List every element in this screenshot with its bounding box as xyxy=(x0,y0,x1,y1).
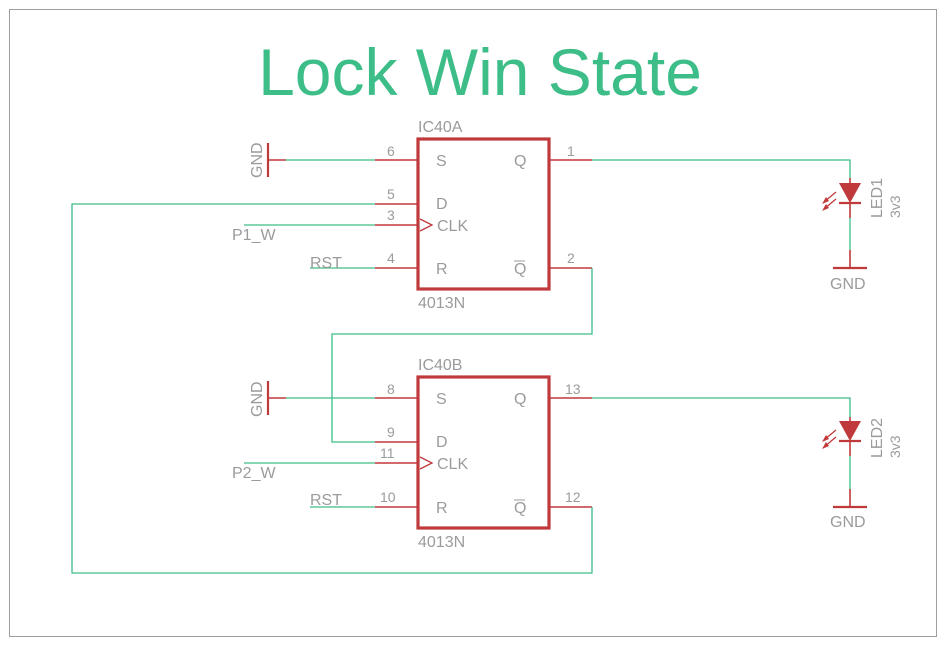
led2-value: 3v3 xyxy=(887,435,903,458)
ic40b-pinnum-qn: 12 xyxy=(565,489,581,505)
net-label-p2w: P2_W xyxy=(232,465,276,482)
ic40a-label-q: Q xyxy=(514,153,526,170)
led1[interactable]: GND LED1 3v3 xyxy=(822,178,903,293)
ic40b-name: IC40B xyxy=(418,357,462,374)
ic40b-label-qn: Q xyxy=(514,500,526,517)
net-label-rst-a: RST xyxy=(310,255,342,272)
net-label-rst-b: RST xyxy=(310,492,342,509)
ic40b-label-d: D xyxy=(436,434,448,451)
led2-name: LED2 xyxy=(869,418,886,458)
wire-q-led1 xyxy=(592,159,851,178)
ic40a-pinnum-r: 4 xyxy=(387,250,395,266)
ic40b-pinnum-q: 13 xyxy=(565,381,581,397)
ic40a-body xyxy=(416,137,551,291)
ic40a-label-r: R xyxy=(436,261,448,278)
ic40a-pinnum-d: 5 xyxy=(387,186,395,202)
wires xyxy=(71,159,851,574)
ic40b-clock-triangle xyxy=(419,456,434,470)
ic40b-pinnum-clk: 11 xyxy=(380,445,395,461)
ic40a-pinnum-q: 1 xyxy=(567,143,575,159)
ic40b-body xyxy=(416,375,551,530)
gnd-label-a: GND xyxy=(249,142,266,178)
ic40a-label-s: S xyxy=(436,153,447,170)
led2-light-arrows-icon xyxy=(822,429,837,449)
led1-light-arrows-icon xyxy=(822,191,837,211)
led2-gnd-label: GND xyxy=(830,514,866,531)
ic40b-label-s: S xyxy=(436,391,447,408)
ic40b-pinnum-d: 9 xyxy=(387,424,395,440)
gnd-label-b: GND xyxy=(249,381,266,417)
ic40a-pinnum-qn: 2 xyxy=(567,250,575,266)
gnd-symbol-a: GND xyxy=(249,142,286,178)
wire-qn-a-to-d-b xyxy=(331,268,593,443)
led1-name: LED1 xyxy=(869,178,886,218)
net-label-p1w: P1_W xyxy=(232,227,276,244)
ic40a-clock-triangle xyxy=(419,218,434,232)
ic40a-label-d: D xyxy=(436,196,448,213)
sheet-frame xyxy=(9,9,937,637)
ic40b[interactable]: IC40B 4013N 8 9 11 10 13 12 S D CLK R Q … xyxy=(375,357,592,551)
ic40b-pinnum-s: 8 xyxy=(387,381,395,397)
ic40b-pinnum-r: 10 xyxy=(380,489,396,505)
ic40a[interactable]: IC40A 4013N 6 5 3 4 1 2 S D CLK R Q Q xyxy=(375,119,592,312)
ic40a-label-qn: Q xyxy=(514,261,526,278)
schematic-title: Lock Win State xyxy=(258,35,702,109)
ic40a-pinnum-clk: 3 xyxy=(387,207,395,223)
ic40b-label-clk: CLK xyxy=(437,456,468,473)
wire-qn-b-to-d-a xyxy=(71,203,593,574)
ic40b-value: 4013N xyxy=(418,534,465,551)
ic40a-pinnum-s: 6 xyxy=(387,143,395,159)
ic40a-name: IC40A xyxy=(418,119,463,136)
ic40b-label-r: R xyxy=(436,500,448,517)
ic40b-label-q: Q xyxy=(514,391,526,408)
wire-q-led2 xyxy=(592,397,851,417)
ic40a-value: 4013N xyxy=(418,295,465,312)
led2-diode-triangle xyxy=(839,421,861,441)
led1-gnd-label: GND xyxy=(830,276,866,293)
led2[interactable]: GND LED2 3v3 xyxy=(822,417,903,531)
ic40a-label-clk: CLK xyxy=(437,218,468,235)
gnd-symbol-b: GND xyxy=(249,381,286,417)
led1-value: 3v3 xyxy=(887,195,903,218)
led1-diode-triangle xyxy=(839,183,861,203)
